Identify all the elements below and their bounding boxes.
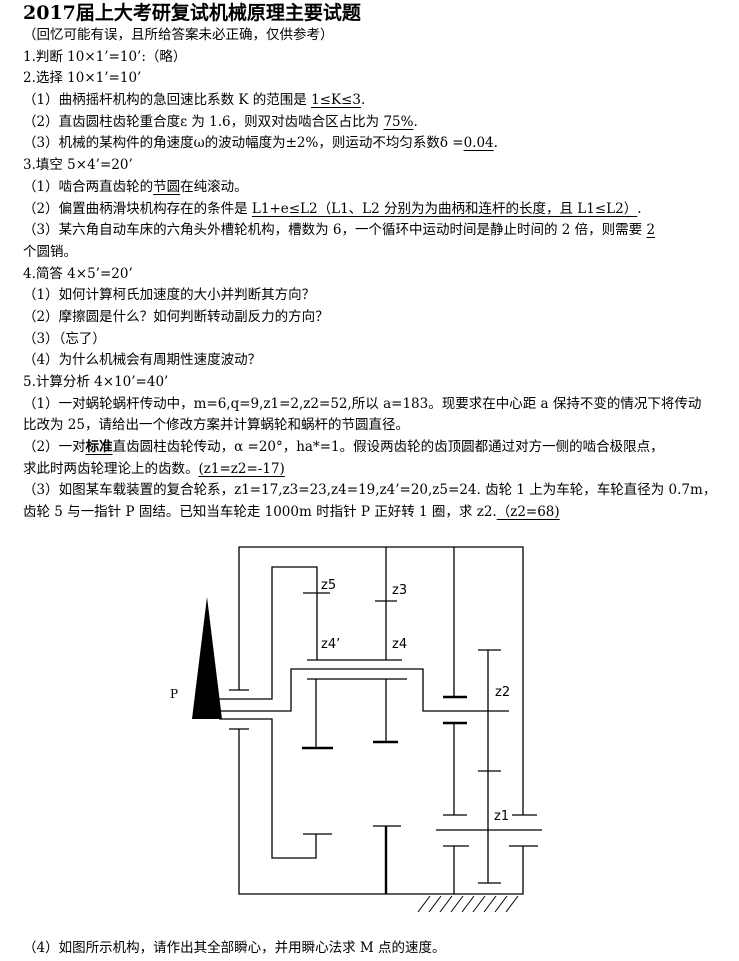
answer-text: L1+e≤L2（L1、L2 分别为为曲柄和连杆的长度，且 L1≤L2）	[251, 200, 638, 217]
question-text: .	[493, 135, 498, 152]
hatch-line	[494, 895, 508, 913]
question-text: 直齿圆柱齿轮传动，α =20°，ha*=1。假设两齿轮的齿顶圆都通过对方一侧的啮…	[112, 439, 664, 456]
label-p: P	[170, 687, 178, 701]
ground-hatch	[417, 895, 519, 913]
text-line: （3）如图某车载装置的复合轮系，z1=17,z3=23,z4=19,z4’=20…	[23, 480, 733, 502]
text-line: （2）一对标准直齿圆柱齿轮传动，α =20°，ha*=1。假设两齿轮的齿顶圆都通…	[23, 437, 733, 459]
question-text: 在纯滚动。	[180, 178, 248, 195]
text-line: （1）一对蜗轮蜗杆传动中，m=6,q=9,z1=2,z2=52,所以 a=183…	[23, 394, 733, 416]
text-line: （1）如何计算柯氏加速度的大小并判断其方向？	[23, 285, 733, 307]
question-text: （回忆可能有误，且所给答案未必正确，仅供参考）	[23, 27, 334, 43]
document-title: 2017届上大考研复试机械原理主要试题	[23, 2, 361, 24]
question-text: （4）为什么机械会有周期性速度波动？	[23, 352, 262, 369]
question-text: （2）一对	[23, 439, 86, 456]
pointer-p	[192, 597, 222, 719]
question-text: 5.计算分析 4×10’=40’	[23, 374, 169, 390]
question-text: 4.简答 4×5’=20’	[23, 265, 133, 282]
text-line: 齿轮 5 与一指针 P 固结。已知当车轮走 1000m 时指针 P 正好转 1 …	[23, 502, 733, 524]
text-line: （3）机械的某构件的角速度ω的波动幅度为±2%，则运动不均匀系数δ =0.04.	[23, 133, 733, 155]
question-5-4: （4）如图所示机构，请作出其全部瞬心，并用瞬心法求 M 点的速度。	[23, 940, 446, 956]
label-z4-prime: z4’	[321, 637, 340, 652]
gear-z2-z1	[436, 649, 542, 884]
question-text: （3）如图某车载装置的复合轮系，z1=17,z3=23,z4=19,z4’=20…	[23, 482, 717, 499]
answer-text: 0.04	[463, 135, 494, 152]
question-text: （3）（忘了）	[23, 330, 106, 347]
question-text: （3）某六角自动车床的六角头外槽轮机构，槽数为 6，一个循环中运动时间是静止时间…	[23, 222, 647, 239]
text-line: （3）（忘了）	[23, 329, 733, 351]
question-text: （2）摩擦圆是什么？如何判断转动副反力的方向？	[23, 308, 329, 325]
text-line: （2）偏置曲柄滑块机构存在的条件是 L1+e≤L2（L1、L2 分别为为曲柄和连…	[23, 199, 733, 221]
right-bearings	[443, 547, 469, 894]
lower-carrier	[219, 718, 401, 894]
answer-text: （z2=68)	[496, 504, 560, 521]
answer-text: 标准	[85, 439, 113, 456]
hatch-line	[461, 895, 475, 913]
question-text: 1.判断 10×1’=10’:（略）	[23, 48, 187, 65]
text-line: （回忆可能有误，且所给答案未必正确，仅供参考）	[23, 25, 733, 47]
hatch-line	[417, 895, 431, 913]
text-line: 比改为 25，请给出一个修改方案并计算蜗轮和蜗杆的节圆直径。	[23, 415, 733, 437]
question-text: （1）一对蜗轮蜗杆传动中，m=6,q=9,z1=2,z2=52,所以 a=183…	[23, 395, 702, 412]
question-text: 求此时两齿轮理论上的齿数。	[23, 460, 199, 477]
question-text: （2）直齿圆柱齿轮重合度ε 为 1.6，则双对齿啮合区占比为	[23, 113, 384, 130]
hatch-line	[450, 895, 464, 913]
question-text: 3.填空 5×4’=20’	[23, 157, 133, 174]
question-text: 个圆销。	[23, 243, 77, 260]
exam-document: 2017届上大考研复试机械原理主要试题 （回忆可能有误，且所给答案未必正确，仅供…	[23, 0, 733, 524]
text-line: （2）摩擦圆是什么？如何判断转动副反力的方向？	[23, 307, 733, 329]
text-line: 2.选择 10×1’=10’	[23, 68, 733, 90]
hatch-line	[428, 895, 442, 913]
answer-text: 1≤K≤3	[311, 92, 361, 109]
text-line: （1）啮合两直齿轮的节圆在纯滚动。	[23, 177, 733, 199]
text-line: 1.判断 10×1’=10’:（略）	[23, 47, 733, 69]
text-line: 3.填空 5×4’=20’	[23, 155, 733, 177]
hatch-line	[472, 895, 486, 913]
question-text: 2.选择 10×1’=10’	[23, 70, 142, 87]
hatch-line	[483, 895, 497, 913]
question-text: （2）偏置曲柄滑块机构存在的条件是	[23, 200, 252, 217]
frame	[229, 546, 538, 895]
text-line: （1）曲柄摇杆机构的急回速比系数 K 的范围是 1≤K≤3.	[23, 90, 733, 112]
hatch-line	[439, 895, 453, 913]
gear-5-carrier	[219, 547, 402, 700]
question-text: .	[413, 113, 418, 130]
text-line: 5.计算分析 4×10’=40’	[23, 372, 733, 394]
question-text: （3）机械的某构件的角速度ω的波动幅度为±2%，则运动不均匀系数δ =	[23, 135, 464, 152]
label-z4: z4	[392, 637, 407, 652]
hatch-line	[505, 895, 519, 913]
answer-text: (z1=z2=-17)	[198, 460, 285, 477]
shaft	[219, 668, 509, 750]
question-text: （1）曲柄摇杆机构的急回速比系数 K 的范围是	[23, 92, 312, 109]
answer-text: 节圆	[153, 178, 181, 195]
text-line: （4）为什么机械会有周期性速度波动？	[23, 350, 733, 372]
text-line: （2）直齿圆柱齿轮重合度ε 为 1.6，则双对齿啮合区占比为 75%.	[23, 112, 733, 134]
question-text: （1）如何计算柯氏加速度的大小并判断其方向？	[23, 287, 316, 304]
question-text: 齿轮 5 与一指针 P 固结。已知当车轮走 1000m 时指针 P 正好转 1 …	[23, 504, 497, 521]
text-line: 求此时两齿轮理论上的齿数。(z1=z2=-17)	[23, 459, 733, 481]
label-z1: z1	[494, 809, 509, 824]
question-list: （回忆可能有误，且所给答案未必正确，仅供参考） 1.判断 10×1’=10’:（略…	[23, 25, 733, 524]
label-z2: z2	[495, 685, 510, 700]
answer-text: 75%	[383, 113, 414, 130]
question-text: （1）啮合两直齿轮的	[23, 178, 154, 195]
text-line: 4.简答 4×5’=20’	[23, 264, 733, 286]
label-z5: z5	[321, 578, 336, 593]
text-line: 个圆销。	[23, 242, 733, 264]
answer-text: 2	[646, 222, 656, 239]
text-line: （3）某六角自动车床的六角头外槽轮机构，槽数为 6，一个循环中运动时间是静止时间…	[23, 220, 733, 242]
label-z3: z3	[392, 583, 407, 598]
question-text: .	[360, 92, 366, 109]
question-text: 比改为 25，请给出一个修改方案并计算蜗轮和蜗杆的节圆直径。	[23, 417, 409, 434]
question-text: .	[637, 200, 642, 217]
